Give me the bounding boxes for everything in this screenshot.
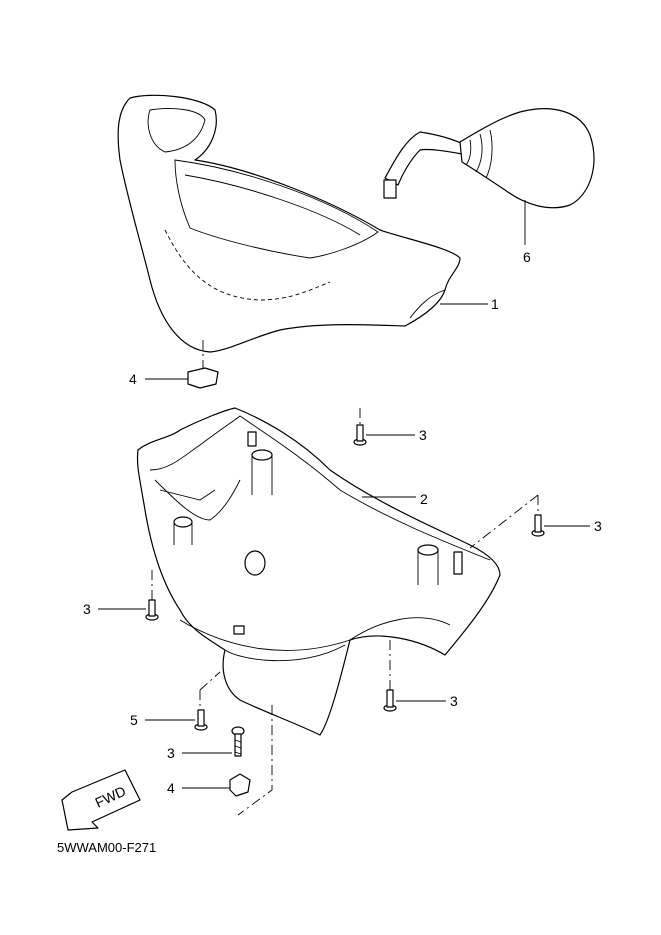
callout-3c: 3 <box>83 601 91 617</box>
fwd-arrow: FWD <box>61 769 141 831</box>
nut-upper <box>187 340 219 389</box>
callout-3a: 3 <box>419 427 427 443</box>
callout-6: 6 <box>523 249 531 265</box>
screw-5 <box>194 671 221 731</box>
screw-right <box>469 494 545 549</box>
callout-3e: 3 <box>167 745 175 761</box>
nut-lower <box>229 705 273 816</box>
upper-handlebar-cover <box>117 94 461 353</box>
screw-tapping <box>231 726 245 757</box>
lower-handlebar-cover <box>136 407 501 736</box>
callout-4a: 4 <box>129 371 137 387</box>
leader-lines <box>98 200 590 789</box>
callout-5: 5 <box>130 712 138 728</box>
callout-4b: 4 <box>167 780 175 796</box>
figure-code: 5WWAM00-F271 <box>57 840 156 855</box>
screw-left <box>145 570 159 621</box>
screw-bottom-right <box>383 640 397 712</box>
callout-1: 1 <box>491 296 499 312</box>
mirror <box>383 108 595 209</box>
callout-3b: 3 <box>594 518 602 534</box>
screw-top-right <box>353 408 367 446</box>
callout-3d: 3 <box>450 693 458 709</box>
callout-2: 2 <box>420 491 428 507</box>
